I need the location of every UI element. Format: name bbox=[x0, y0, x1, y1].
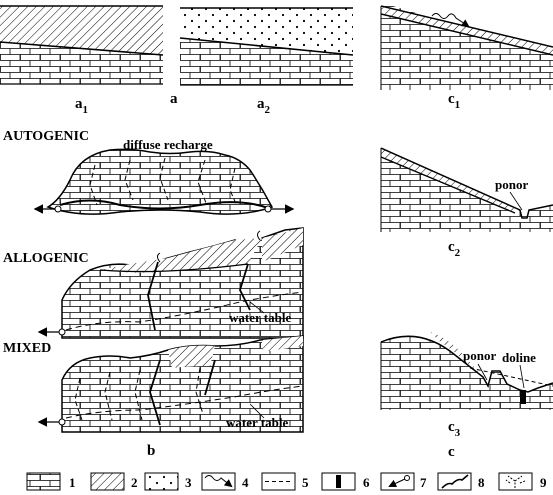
svg-text:9: 9 bbox=[540, 475, 547, 490]
legend: 1 2 3 4 5 6 7 bbox=[26, 472, 547, 491]
doline-bar bbox=[520, 390, 526, 404]
title-autogenic: AUTOGENIC bbox=[3, 129, 89, 144]
panel-a1-section bbox=[0, 5, 164, 85]
legend-item-6: 6 bbox=[321, 472, 370, 491]
svg-text:2: 2 bbox=[131, 475, 138, 490]
panel-c: c1 ponor c2 ponor doline c3 c bbox=[380, 5, 553, 460]
legend-item-8: 8 bbox=[437, 472, 485, 491]
label-c3: c3 bbox=[448, 419, 461, 439]
panel-c1-section bbox=[380, 5, 553, 90]
legend-item-7: 7 bbox=[380, 472, 427, 491]
title-allogenic: ALLOGENIC bbox=[3, 251, 89, 266]
legend-item-9: 9 bbox=[498, 472, 547, 491]
panel-a: a1 a a2 bbox=[0, 5, 354, 116]
title-mixed: MIXED bbox=[3, 341, 51, 356]
label-diffuse-recharge: diffuse recharge bbox=[123, 137, 213, 152]
label-c1: c1 bbox=[448, 91, 460, 111]
legend-item-3: 3 bbox=[144, 472, 192, 491]
legend-item-4: 4 bbox=[201, 472, 249, 491]
label-doline: doline bbox=[502, 350, 536, 365]
allogenic-section bbox=[37, 227, 304, 339]
conduit-line bbox=[59, 199, 269, 210]
mixed-water-table bbox=[65, 385, 304, 419]
conduit-icon bbox=[441, 474, 469, 489]
panel-b: AUTOGENIC diffuse recharge ALLOGENIC wat… bbox=[3, 129, 304, 459]
svg-text:4: 4 bbox=[242, 475, 249, 490]
label-ponor-c2: ponor bbox=[495, 177, 528, 192]
svg-text:6: 6 bbox=[363, 475, 370, 490]
svg-text:5: 5 bbox=[302, 475, 309, 490]
legend-item-2: 2 bbox=[90, 472, 138, 491]
label-b: b bbox=[147, 443, 155, 459]
panel-c2-section bbox=[380, 147, 553, 232]
fissures-icon bbox=[505, 475, 526, 488]
fissure-lines bbox=[89, 157, 238, 207]
label-a: a bbox=[170, 91, 178, 107]
label-c: c bbox=[448, 444, 455, 460]
spring-icon bbox=[388, 477, 408, 488]
label-water-table-mixed: water table bbox=[226, 415, 288, 430]
hatched-cover-icon bbox=[90, 472, 125, 491]
svg-text:1: 1 bbox=[69, 475, 76, 490]
label-ponor-c3: ponor bbox=[463, 348, 496, 363]
water-table-line bbox=[469, 367, 553, 387]
flow-arrow-icon bbox=[204, 475, 233, 488]
legend-item-1: 1 bbox=[26, 472, 76, 491]
dotted-cover-icon bbox=[144, 472, 179, 491]
limestone-icon bbox=[26, 472, 61, 491]
svg-text:8: 8 bbox=[478, 475, 485, 490]
black-bar-icon bbox=[336, 475, 341, 488]
legend-item-5: 5 bbox=[261, 472, 309, 491]
allogenic-water-table bbox=[65, 291, 304, 331]
svg-text:7: 7 bbox=[420, 475, 427, 490]
panel-c3-section bbox=[380, 332, 553, 410]
label-water-table-allogenic: water table bbox=[229, 310, 291, 325]
svg-text:3: 3 bbox=[185, 475, 192, 490]
mixed-section bbox=[37, 335, 304, 433]
label-a2: a2 bbox=[257, 96, 271, 116]
autogenic-section bbox=[33, 148, 295, 215]
surface-flow-arrow bbox=[431, 13, 470, 28]
panel-a2-section bbox=[179, 7, 354, 86]
label-a1: a1 bbox=[75, 96, 88, 116]
ponor-pointer bbox=[509, 191, 523, 211]
label-c2: c2 bbox=[448, 239, 461, 259]
